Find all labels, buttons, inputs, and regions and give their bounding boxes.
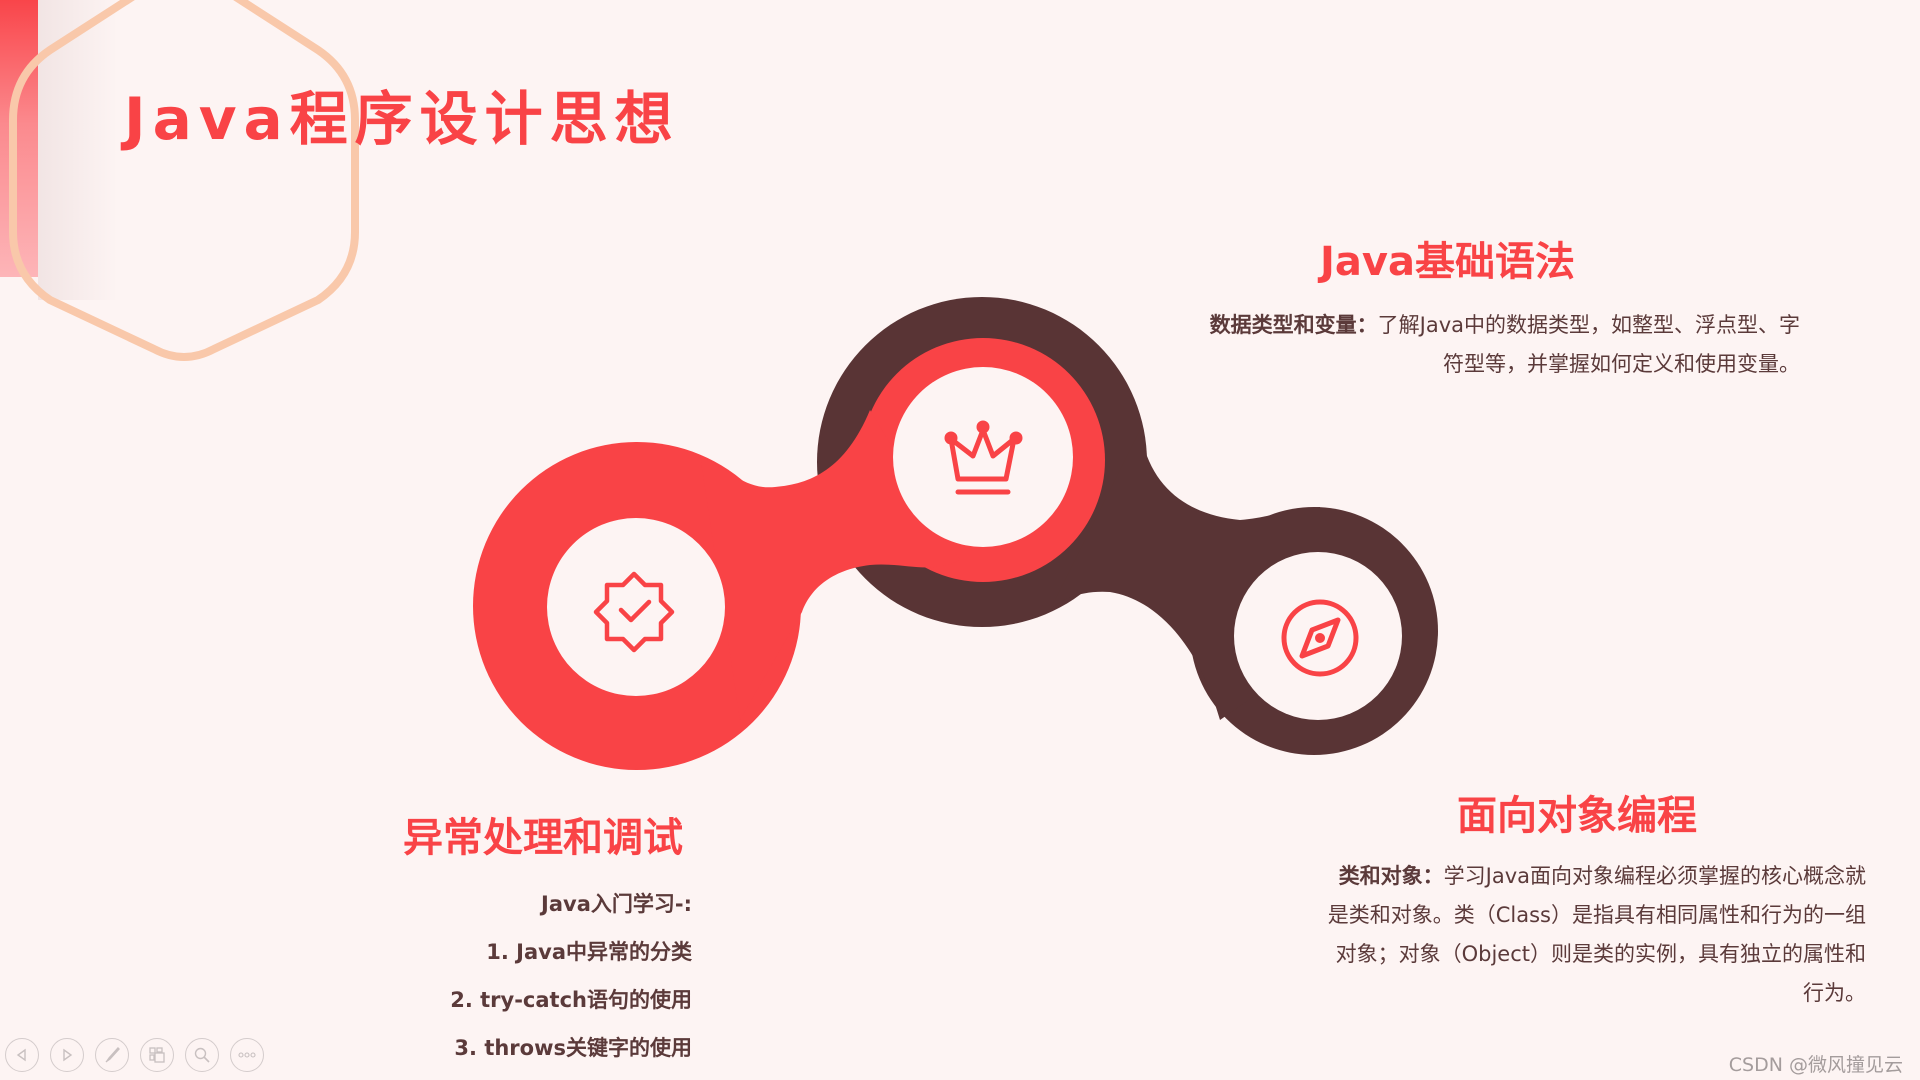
section-list-exceptions: Java入门学习-: 1. Java中异常的分类 2. try-catch语句的…	[450, 880, 692, 1072]
section-title-basics: Java基础语法	[1320, 239, 1575, 285]
list-item: 1. Java中异常的分类	[486, 940, 692, 964]
pen-tool-button[interactable]	[95, 1038, 129, 1072]
body-lead: 数据类型和变量：	[1209, 313, 1378, 337]
slides-grid-icon	[149, 1047, 165, 1063]
body-line: 类和对象：学习Java面向对象编程必须掌握的核心概念就	[1338, 864, 1866, 888]
section-body-oop: 类和对象：学习Java面向对象编程必须掌握的核心概念就 是类和对象。类（Clas…	[1246, 857, 1866, 1013]
magnifier-icon	[194, 1047, 210, 1063]
body-line: 数据类型和变量：了解Java中的数据类型，如整型、浮点型、字	[1209, 313, 1800, 337]
more-options-button[interactable]	[230, 1038, 264, 1072]
body-lead: 类和对象：	[1338, 864, 1444, 888]
inner-circle-left	[547, 518, 725, 696]
pen-icon	[105, 1046, 120, 1063]
slide-title: Java程序设计思想	[124, 85, 680, 153]
body-line: 行为。	[1803, 981, 1866, 1005]
compass-icon	[1281, 599, 1359, 677]
ellipsis-icon	[238, 1052, 256, 1058]
left-accent-bar	[0, 0, 38, 277]
list-item: Java入门学习-:	[541, 892, 692, 916]
section-body-basics: 数据类型和变量：了解Java中的数据类型，如整型、浮点型、字 符型等，并掌握如何…	[1140, 306, 1800, 384]
next-slide-button[interactable]	[50, 1038, 84, 1072]
triangle-left-icon	[16, 1048, 26, 1062]
slide-overview-button[interactable]	[140, 1038, 174, 1072]
list-item: 2. try-catch语句的使用	[450, 988, 692, 1012]
crown-icon	[944, 420, 1023, 495]
presentation-controls	[5, 1038, 264, 1072]
previous-slide-button[interactable]	[5, 1038, 39, 1072]
watermark: CSDN @微风撞见云	[1728, 1054, 1903, 1076]
body-line: 符型等，并掌握如何定义和使用变量。	[1443, 352, 1800, 376]
body-line: 是类和对象。类（Class）是指具有相同属性和行为的一组	[1327, 903, 1866, 927]
section-title-exceptions: 异常处理和调试	[403, 815, 683, 861]
triangle-right-icon	[63, 1048, 73, 1062]
zoom-button[interactable]	[185, 1038, 219, 1072]
list-item: 3. throws关键字的使用	[454, 1036, 692, 1060]
hexagon-outline	[9, 0, 359, 361]
verified-badge-icon	[593, 571, 675, 653]
section-title-oop: 面向对象编程	[1457, 793, 1697, 839]
inner-circle-center	[893, 367, 1073, 547]
body-line: 对象；对象（Object）则是类的实例，具有独立的属性和	[1335, 942, 1866, 966]
